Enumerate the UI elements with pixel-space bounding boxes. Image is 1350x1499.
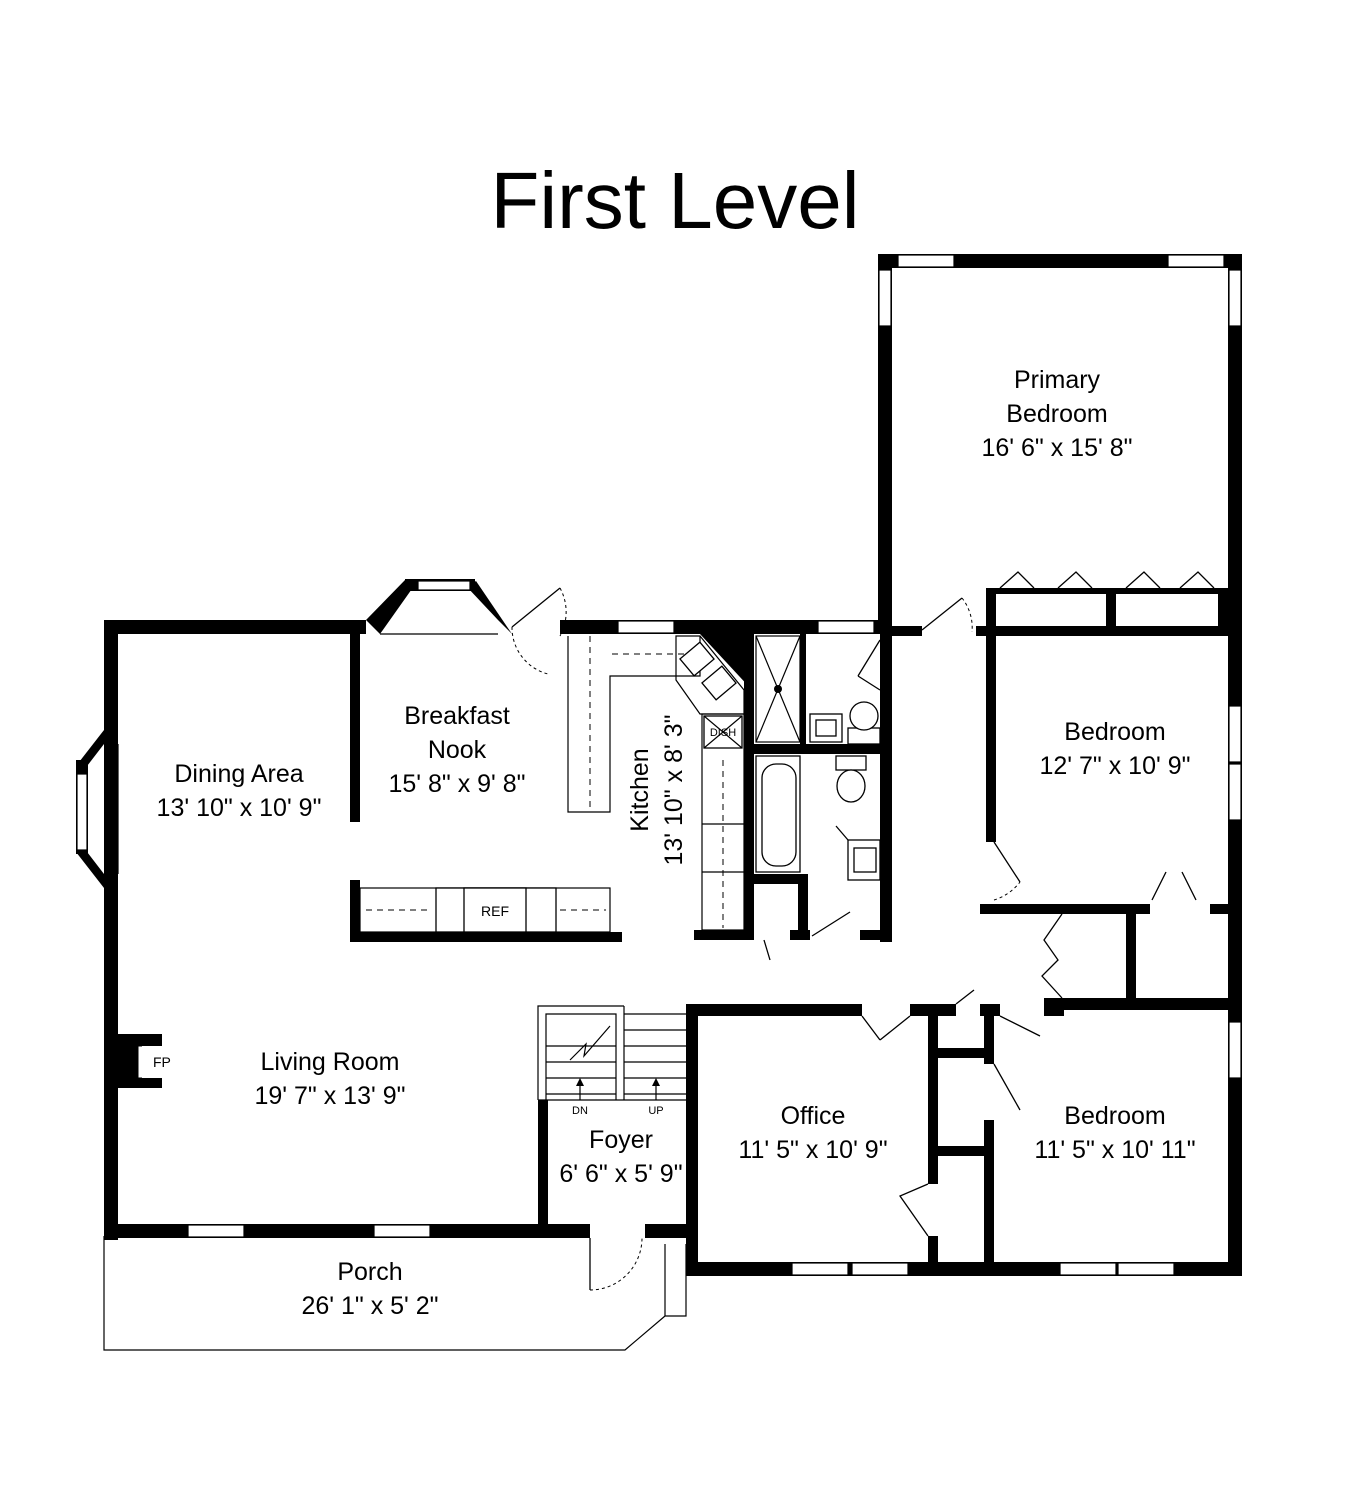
kitchen-fixtures: DISH REF — [350, 635, 745, 942]
room-living-room: Living Room 19' 7" x 13' 9" — [254, 1048, 405, 1110]
room-bedroom-2: Bedroom 12' 7" x 10' 9" — [1039, 718, 1190, 780]
fireplace: FP — [116, 1034, 171, 1088]
room-dimensions: 15' 8" x 9' 8" — [388, 770, 525, 798]
room-dimensions: 26' 1" x 5' 2" — [301, 1292, 438, 1320]
porch-outline — [103, 1236, 687, 1351]
room-dimensions: 16' 6" x 15' 8" — [981, 434, 1132, 462]
room-name: Porch — [337, 1258, 402, 1286]
room-dimensions: 11' 5" x 10' 9" — [738, 1136, 887, 1164]
room-name: Primary — [1014, 366, 1101, 394]
fireplace-label: FP — [153, 1054, 171, 1070]
doors — [511, 571, 1215, 1291]
stairs: DN UP — [537, 1005, 690, 1117]
dishwasher-label: DISH — [710, 727, 736, 739]
room-name: Office — [781, 1102, 846, 1130]
windows — [76, 254, 1242, 1276]
room-office: Office 11' 5" x 10' 9" — [738, 1102, 887, 1164]
room-name: Dining Area — [174, 760, 303, 788]
room-name: Nook — [428, 736, 487, 764]
room-dimensions: 11' 5" x 10' 11" — [1034, 1136, 1195, 1164]
room-dimensions: 13' 10" x 8' 3" — [660, 714, 688, 865]
stairs-down-label: DN — [572, 1105, 588, 1117]
room-labels: Primary Bedroom 16' 6" x 15' 8" Bedroom … — [157, 366, 1196, 1320]
room-foyer: Foyer 6' 6" x 5' 9" — [559, 1126, 682, 1188]
bath-fixtures — [755, 635, 881, 881]
room-name: Living Room — [261, 1048, 400, 1076]
room-name: Bedroom — [1064, 718, 1165, 746]
room-dimensions: 12' 7" x 10' 9" — [1039, 752, 1190, 780]
room-name: Bedroom — [1064, 1102, 1165, 1130]
room-name: Foyer — [589, 1126, 653, 1154]
room-dimensions: 19' 7" x 13' 9" — [254, 1082, 405, 1110]
room-name: Bedroom — [1006, 400, 1107, 428]
room-name: Kitchen — [626, 748, 654, 831]
stairs-up-label: UP — [648, 1105, 663, 1117]
room-dimensions: 13' 10" x 10' 9" — [157, 794, 322, 822]
plan-title: First Level — [491, 156, 860, 245]
room-bedroom-3: Bedroom 11' 5" x 10' 11" — [1034, 1102, 1195, 1164]
room-kitchen: Kitchen 13' 10" x 8' 3" — [626, 714, 688, 865]
room-name: Breakfast — [404, 702, 510, 730]
room-porch: Porch 26' 1" x 5' 2" — [301, 1258, 438, 1320]
room-dining-area: Dining Area 13' 10" x 10' 9" — [157, 760, 322, 822]
room-dimensions: 6' 6" x 5' 9" — [559, 1160, 682, 1188]
refrigerator-label: REF — [481, 903, 509, 919]
room-primary-bedroom: Primary Bedroom 16' 6" x 15' 8" — [981, 366, 1132, 462]
room-breakfast-nook: Breakfast Nook 15' 8" x 9' 8" — [388, 702, 525, 798]
